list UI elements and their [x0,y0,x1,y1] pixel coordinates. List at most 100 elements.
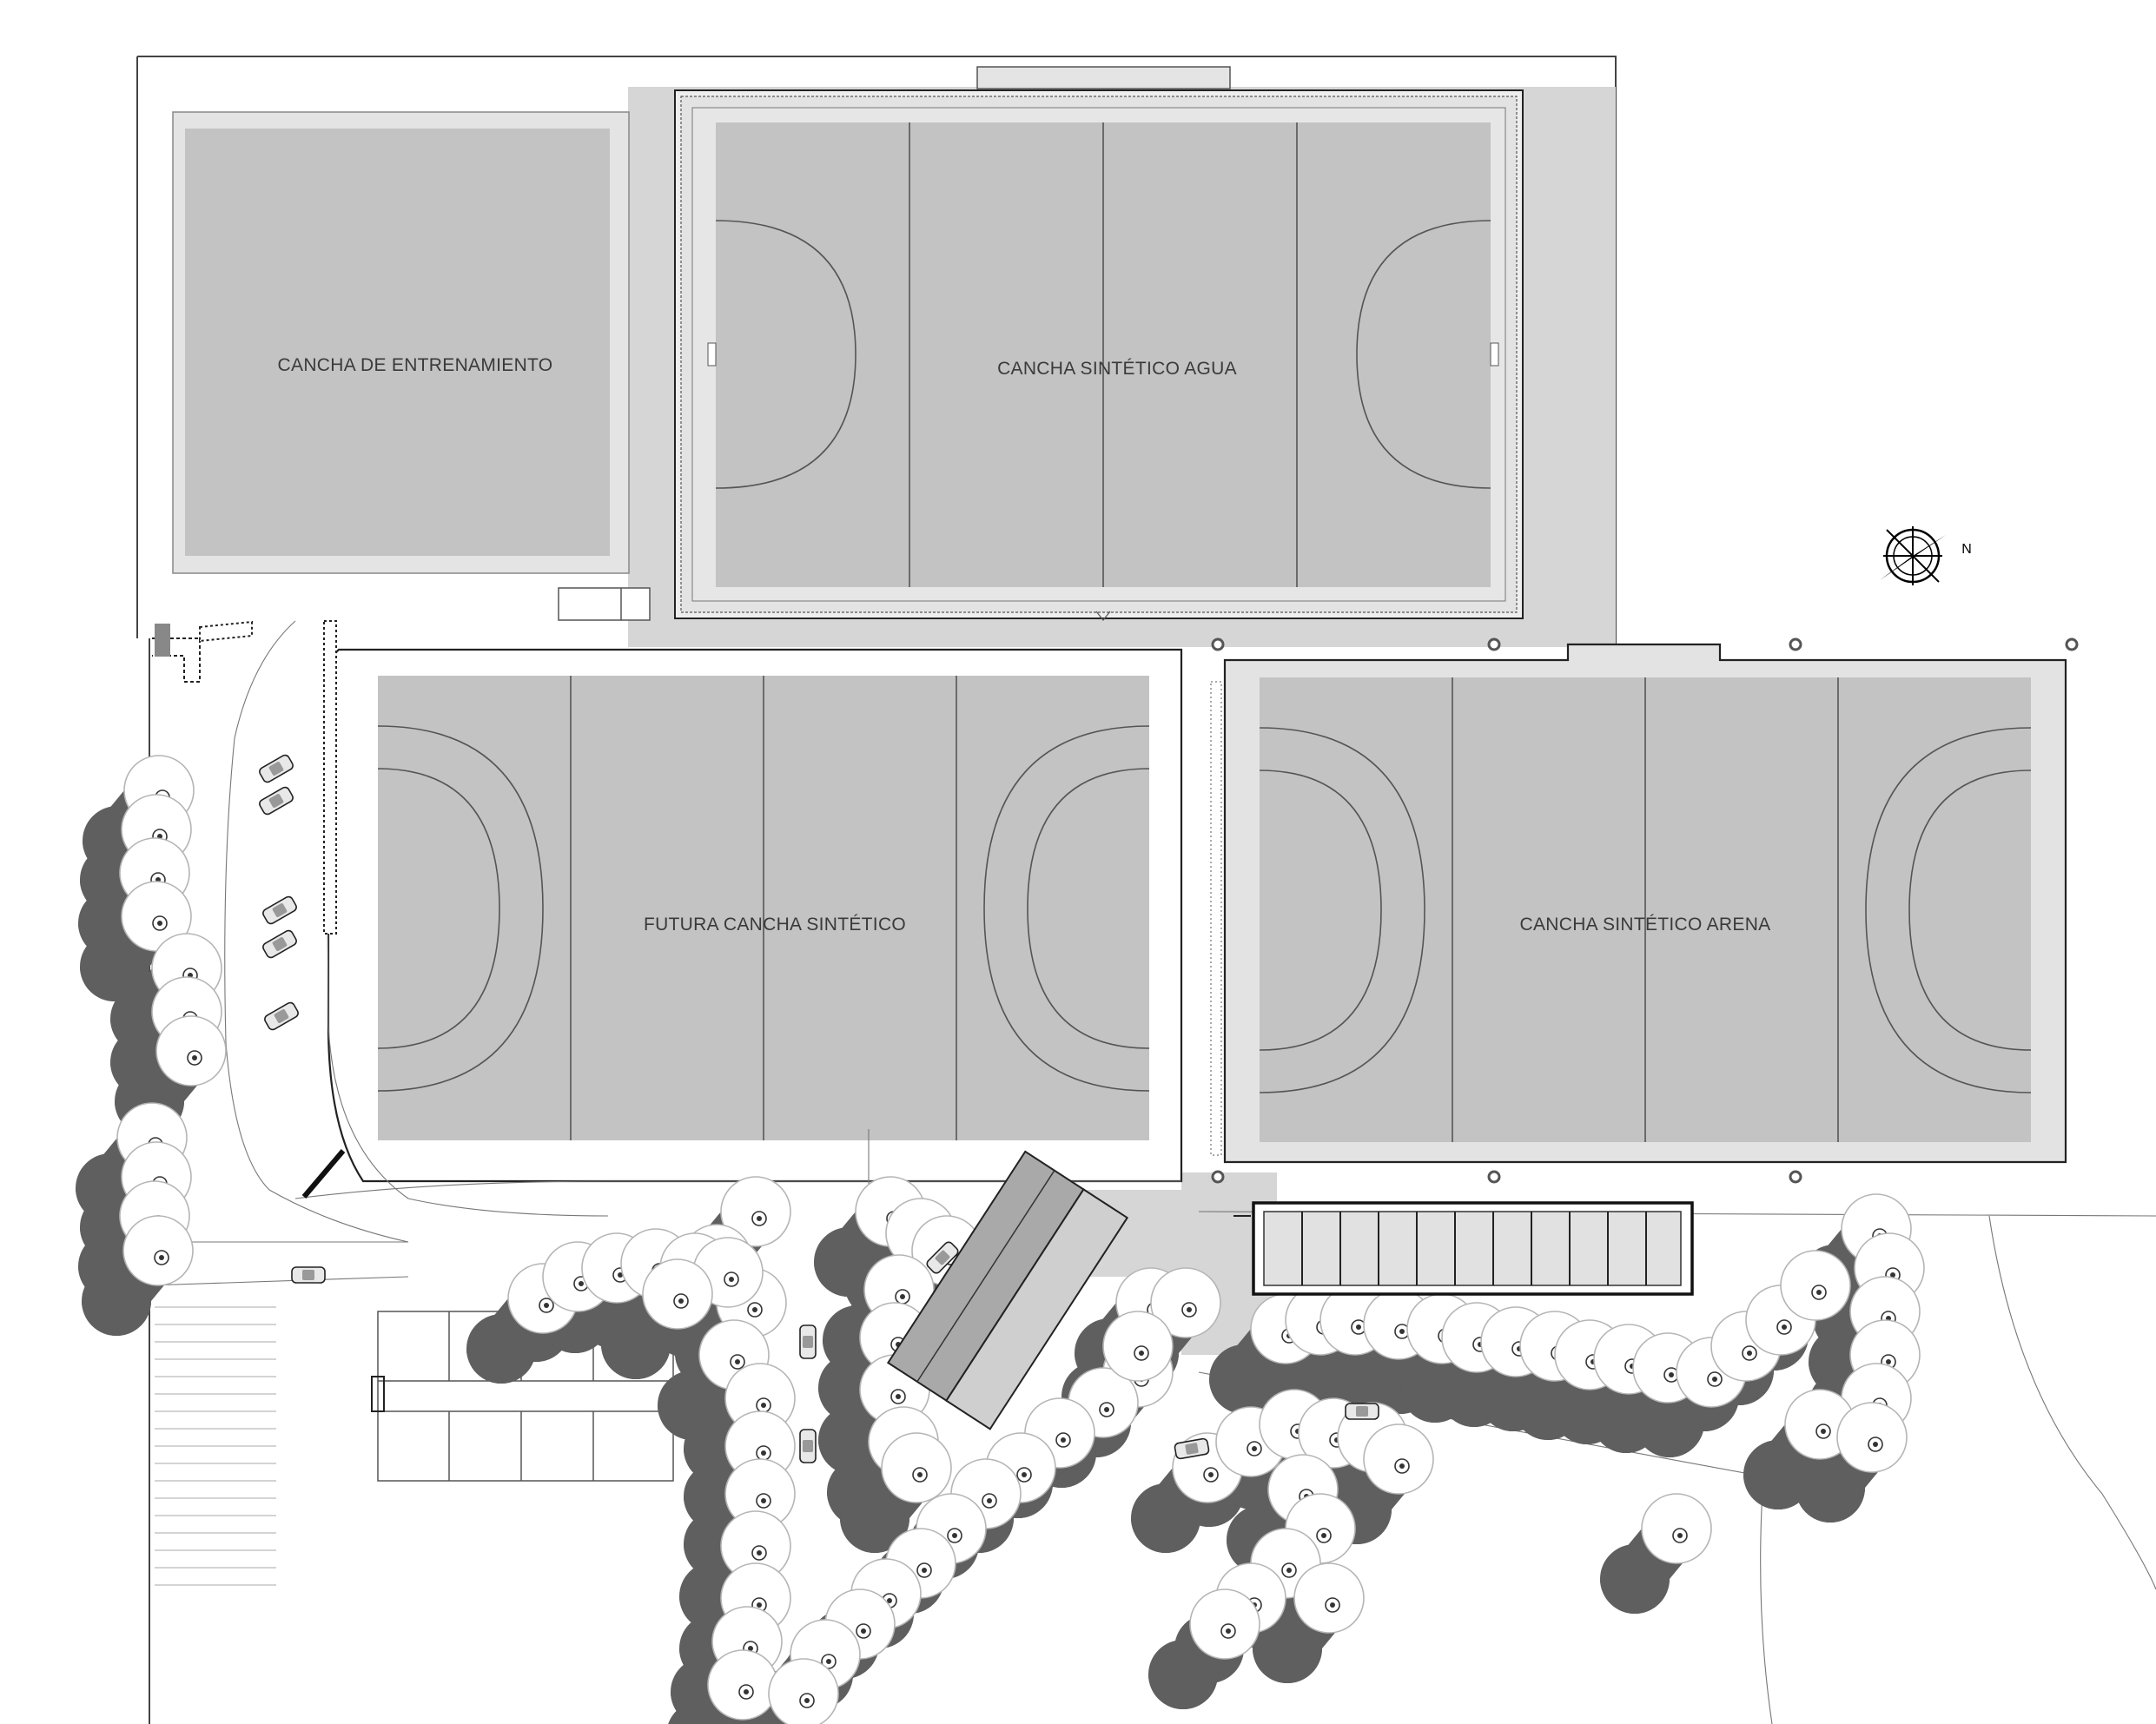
tree-trunk [735,1359,740,1364]
training-field-label: CANCHA DE ENTRENAMIENTO [278,355,553,375]
tree-trunk-ring [1316,1528,1332,1543]
tree-trunk-ring [821,1654,837,1669]
tree-canopy [1189,1589,1260,1660]
tree-trunk [1821,1429,1826,1434]
tree-trunk [1022,1472,1027,1477]
tree-trunk-ring [730,1354,745,1370]
water-field: CANCHA SINTÉTICO AGUA [674,66,1524,621]
car [1174,1437,1210,1460]
tree-shadow-disc [1796,1453,1865,1523]
car [926,1241,959,1274]
car-roof [803,1336,813,1348]
future-field-label: FUTURA CANCHA SINTÉTICO [644,915,906,935]
tree-trunk [757,1550,762,1556]
tree-trunk [1886,1359,1891,1364]
hedge-strip [1210,681,1222,1156]
tree-canopies [116,755,1925,1724]
tree-trunk-ring [1181,1302,1197,1318]
tree-trunk [748,1646,753,1651]
tree-trunk-ring [1707,1371,1723,1387]
tree-trunk-ring [673,1293,689,1309]
tree-trunk [861,1628,866,1634]
car [264,1001,299,1031]
tree-trunk-ring [912,1467,928,1483]
tree-trunk [1399,1329,1405,1334]
tree-trunk [1187,1307,1192,1312]
tree-canopy [642,1258,713,1330]
tree-trunk-ring [916,1562,932,1578]
tree-canopy [1293,1562,1365,1634]
car [259,754,294,783]
car [799,1324,817,1359]
tree-canopy [1363,1423,1434,1495]
tree-trunk-ring [1868,1437,1883,1452]
car-roof [272,903,288,917]
car [799,1429,817,1463]
tree-trunk-ring [1394,1458,1410,1474]
tree-trunk-ring [1099,1402,1114,1417]
tree-trunk [761,1450,766,1456]
tree-canopy [768,1658,839,1724]
tree-trunk-ring [1016,1467,1032,1483]
tree-trunk [192,1055,197,1060]
tree-trunk [618,1272,623,1278]
tree-shadow-disc [1743,1440,1813,1509]
tree-trunk [1252,1446,1257,1451]
tree-trunk [1061,1437,1066,1443]
car [262,895,297,925]
tree-trunk [744,1689,749,1694]
future-field: FUTURA CANCHA SINTÉTICO [327,648,1183,1183]
tree-trunk-ring [751,1211,767,1226]
compass-north-label: N [1961,542,1972,557]
tree-canopy [122,1215,194,1286]
tree-shadow-disc [840,1483,909,1553]
tree-trunk [987,1498,992,1503]
tree-trunk [1208,1472,1214,1477]
tree-canopy [1780,1250,1851,1321]
tree-trunk [922,1568,927,1573]
car-roof [272,937,288,951]
tree-trunk [1816,1290,1822,1295]
tree-canopy [1641,1493,1712,1564]
tree-trunk-ring [1134,1345,1149,1361]
tree-trunk [757,1602,762,1608]
car-roof [268,794,284,808]
tree-trunk-ring [1815,1423,1831,1439]
north-compass-icon: N [1880,526,1972,585]
tree-trunk [752,1307,757,1312]
tree-trunk-ring [154,1250,169,1265]
tree-trunk-ring [747,1302,763,1318]
parked-cars [259,754,1379,1463]
entrance-features [152,620,346,1199]
tree-trunk [579,1281,584,1286]
car-roof [302,1270,314,1280]
tree-shadow-disc [80,932,149,1001]
tree-canopy [720,1176,791,1247]
tree-trunk [1873,1442,1878,1447]
tree-trunk [826,1659,831,1664]
tree-trunk-ring [1742,1345,1757,1361]
tree-trunk [1890,1272,1895,1278]
tree-trunk [1782,1324,1787,1330]
tree-trunk-ring [947,1528,962,1543]
car [1345,1403,1379,1420]
tree-canopy [881,1432,952,1503]
tree-trunk-ring [1055,1432,1071,1448]
tree-trunk [757,1216,762,1221]
tree-trunk [1226,1628,1231,1634]
tree-shadow-disc [1600,1544,1670,1614]
tree-trunk [1321,1533,1326,1538]
tree-trunk [1399,1463,1405,1469]
tree-canopy [1836,1402,1908,1473]
car [291,1266,326,1284]
tree-trunk-ring [799,1693,815,1708]
tree-trunk [1139,1351,1144,1356]
sand-field: CANCHA SINTÉTICO ARENA [1210,643,2067,1164]
clubhouse-building [886,1150,1129,1430]
sand-field-label: CANCHA SINTÉTICO ARENA [1520,915,1771,935]
tree-trunk-ring [1247,1441,1262,1456]
tree-trunk [1712,1377,1717,1382]
car [259,786,294,816]
tree-trunk-ring [751,1545,767,1561]
